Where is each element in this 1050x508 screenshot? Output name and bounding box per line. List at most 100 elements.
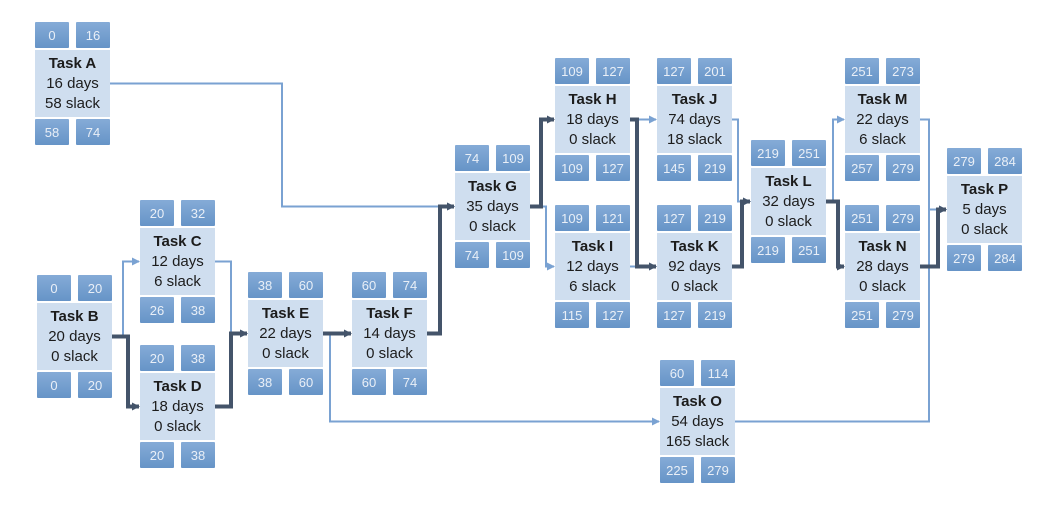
early-start-cell: 109 (555, 58, 589, 84)
early-finish-cell: 74 (393, 272, 427, 298)
early-start-cell: 20 (140, 200, 174, 226)
late-dates-row: 127 219 (657, 302, 732, 328)
late-start-cell: 26 (140, 297, 174, 323)
task-name: Task O (673, 392, 722, 410)
late-finish-cell: 219 (698, 155, 732, 181)
task-node-e: 38 60 Task E 22 days 0 slack 38 60 (248, 272, 323, 395)
late-finish-cell: 74 (393, 369, 427, 395)
late-dates-row: 60 74 (352, 369, 427, 395)
task-name: Task P (960, 180, 1009, 198)
edge-a-g (110, 82, 455, 211)
early-start-cell: 38 (248, 272, 282, 298)
task-node-b: 0 20 Task B 20 days 0 slack 0 20 (37, 275, 112, 398)
early-dates-row: 127 219 (657, 205, 732, 231)
task-node-h: 109 127 Task H 18 days 0 slack 109 127 (555, 58, 630, 181)
task-duration: 74 days (668, 110, 721, 128)
early-start-cell: 109 (555, 205, 589, 231)
task-node-i: 109 121 Task I 12 days 6 slack 115 127 (555, 205, 630, 328)
early-finish-cell: 20 (78, 275, 112, 301)
task-slack: 0 slack (51, 347, 98, 365)
task-name: Task E (261, 304, 310, 322)
late-finish-cell: 74 (76, 119, 110, 145)
edge-n-p (920, 205, 947, 269)
task-duration: 32 days (762, 192, 815, 210)
task-slack: 6 slack (569, 277, 616, 295)
task-duration: 22 days (856, 110, 909, 128)
task-body: Task I 12 days 6 slack (555, 233, 630, 300)
early-dates-row: 38 60 (248, 272, 323, 298)
task-name: Task K (670, 237, 719, 255)
task-duration: 5 days (962, 200, 1007, 218)
early-dates-row: 109 121 (555, 205, 630, 231)
early-finish-cell: 273 (886, 58, 920, 84)
task-slack: 0 slack (366, 344, 413, 362)
task-name: Task M (857, 90, 908, 108)
task-duration: 14 days (363, 324, 416, 342)
early-dates-row: 127 201 (657, 58, 732, 84)
late-dates-row: 145 219 (657, 155, 732, 181)
early-dates-row: 279 284 (947, 148, 1022, 174)
edge-g-i (530, 205, 555, 271)
late-start-cell: 58 (35, 119, 69, 145)
late-finish-cell: 127 (596, 155, 630, 181)
late-dates-row: 0 20 (37, 372, 112, 398)
late-start-cell: 225 (660, 457, 694, 483)
early-start-cell: 251 (845, 205, 879, 231)
task-duration: 18 days (151, 397, 204, 415)
task-name: Task G (468, 177, 517, 195)
edge-b-d (112, 334, 140, 411)
early-dates-row: 0 20 (37, 275, 112, 301)
early-dates-row: 20 38 (140, 345, 215, 371)
task-node-p: 279 284 Task P 5 days 0 slack 279 284 (947, 148, 1022, 271)
early-dates-row: 20 32 (140, 200, 215, 226)
early-start-cell: 219 (751, 140, 785, 166)
early-finish-cell: 109 (496, 145, 530, 171)
late-finish-cell: 279 (886, 302, 920, 328)
early-finish-cell: 114 (701, 360, 735, 386)
late-finish-cell: 20 (78, 372, 112, 398)
task-name: Task N (858, 237, 907, 255)
task-body: Task F 14 days 0 slack (352, 300, 427, 367)
task-duration: 20 days (48, 327, 101, 345)
edge-h-k (630, 117, 657, 271)
task-name: Task F (366, 304, 413, 322)
task-body: Task L 32 days 0 slack (751, 168, 826, 235)
early-dates-row: 0 16 (35, 22, 110, 48)
early-finish-cell: 127 (596, 58, 630, 84)
task-duration: 18 days (566, 110, 619, 128)
early-start-cell: 279 (947, 148, 981, 174)
late-finish-cell: 38 (181, 297, 215, 323)
task-slack: 0 slack (859, 277, 906, 295)
late-start-cell: 38 (248, 369, 282, 395)
late-finish-cell: 219 (698, 302, 732, 328)
late-finish-cell: 60 (289, 369, 323, 395)
edge-l-n (826, 199, 845, 271)
early-start-cell: 60 (352, 272, 386, 298)
late-start-cell: 0 (37, 372, 71, 398)
edge-b-c (112, 257, 140, 338)
task-slack: 58 slack (44, 94, 101, 112)
task-duration: 12 days (566, 257, 619, 275)
task-slack: 6 slack (154, 272, 201, 290)
early-start-cell: 74 (455, 145, 489, 171)
early-start-cell: 251 (845, 58, 879, 84)
late-dates-row: 251 279 (845, 302, 920, 328)
task-slack: 0 slack (154, 417, 201, 435)
early-dates-row: 251 273 (845, 58, 920, 84)
late-start-cell: 20 (140, 442, 174, 468)
task-body: Task D 18 days 0 slack (140, 373, 215, 440)
edge-j-l (732, 118, 751, 206)
late-dates-row: 38 60 (248, 369, 323, 395)
task-name: Task J (671, 90, 718, 108)
late-start-cell: 60 (352, 369, 386, 395)
task-duration: 35 days (466, 197, 519, 215)
task-name: Task B (50, 307, 99, 325)
edge-m-p (920, 118, 947, 214)
task-node-c: 20 32 Task C 12 days 6 slack 26 38 (140, 200, 215, 323)
task-body: Task E 22 days 0 slack (248, 300, 323, 367)
late-dates-row: 26 38 (140, 297, 215, 323)
task-node-a: 0 16 Task A 16 days 58 slack 58 74 (35, 22, 110, 145)
early-dates-row: 109 127 (555, 58, 630, 84)
task-slack: 0 slack (469, 217, 516, 235)
